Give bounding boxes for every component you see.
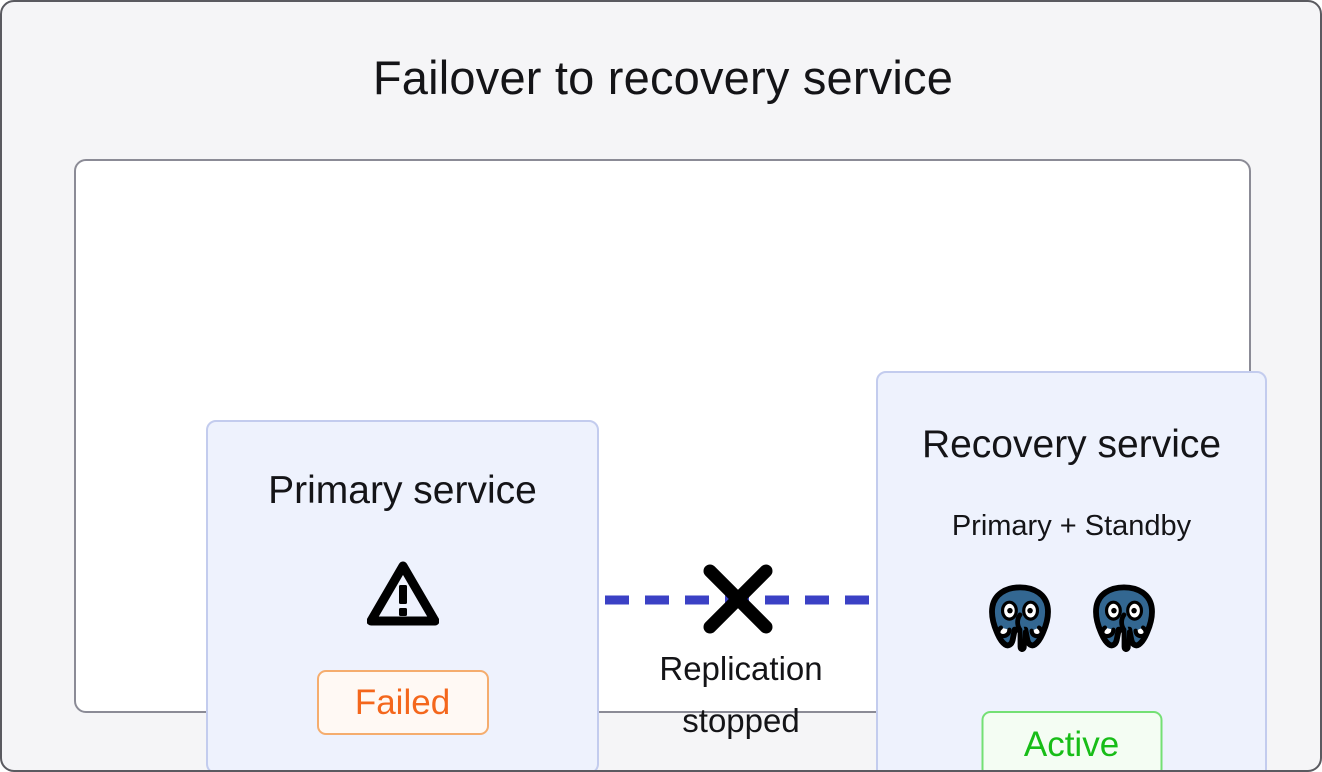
replication-label-line1: Replication [659,650,823,687]
primary-service-box[interactable]: Primary service Failed [206,420,599,770]
recovery-status-label: Active [1023,724,1120,764]
diagram-panel: Primary service Failed Recovery service … [74,159,1267,770]
replication-status-label: Replication stopped [605,643,877,747]
postgresql-elephant-icon [1090,581,1158,653]
page-title: Failover to recovery service [372,51,954,104]
recovery-service-box[interactable]: Recovery service Primary + Standby [876,371,1267,770]
recovery-service-title: Recovery service [921,423,1222,466]
postgresql-elephant-icon [986,581,1054,653]
recovery-node-list [878,581,1265,653]
x-cross-icon [698,559,778,639]
primary-status-label: Failed [354,682,451,722]
recovery-status-badge: Active [981,711,1162,770]
warning-triangle-icon [366,561,439,627]
replication-label-line2: stopped [682,702,800,739]
primary-service-title: Primary service [268,469,537,512]
primary-status-badge: Failed [316,670,489,735]
recovery-service-subtitle: Primary + Standby [951,510,1192,542]
